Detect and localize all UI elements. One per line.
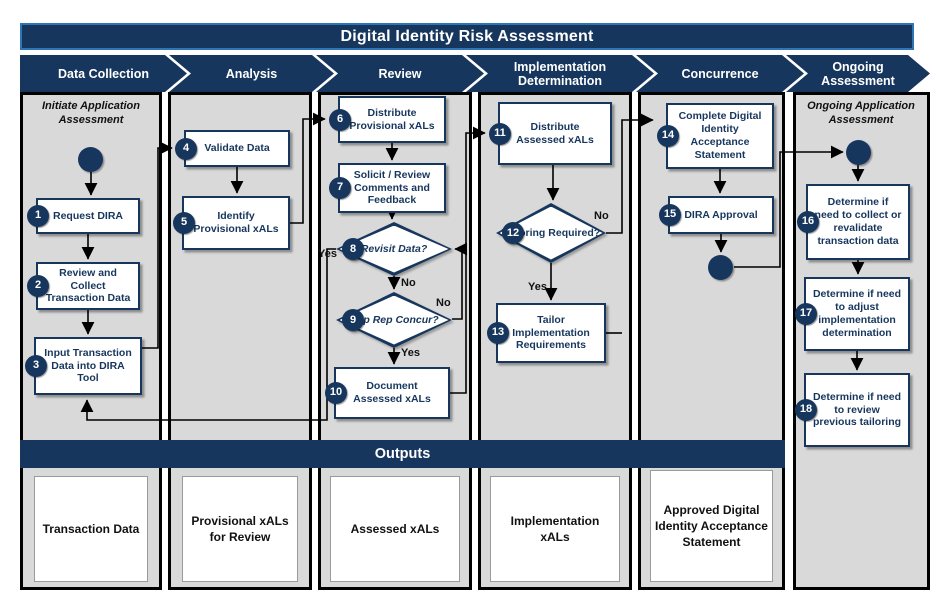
step-label: Distribute Provisional xALs	[349, 106, 435, 132]
phase-chevron-implementation-determination: Implementation Determination	[466, 55, 654, 92]
step-box-15-dira-approval: 15 DIRA Approval	[659, 196, 774, 234]
edge-label-no: No	[401, 277, 416, 289]
initiate-assessment-label: Initiate Application Assessment	[42, 100, 140, 127]
step-box-6-distribute-provisional-xals: 6 Distribute Provisional xALs	[329, 96, 446, 143]
step-label: Validate Data	[204, 142, 270, 155]
step-label: Solicit / Review Comments and Feedback	[353, 168, 431, 207]
step-box-2-review-collect: 2 Review and Collect Transaction Data	[27, 262, 140, 310]
step-number-badge: 4	[175, 137, 197, 160]
step-label: Review and Collect Transaction Data	[45, 266, 131, 305]
step-number-badge: 11	[489, 122, 511, 145]
decision-label: Revisit Data?	[360, 242, 428, 255]
start-circle-main	[78, 147, 103, 172]
step-box-11-distribute-assessed-xals: 11 Distribute Assessed xALs	[489, 102, 612, 165]
step-label: Determine if need to review previous tai…	[812, 390, 902, 429]
step-number-badge: 14	[657, 125, 679, 147]
step-number-badge: 15	[659, 204, 681, 226]
phase-chevron-analysis: Analysis	[169, 55, 334, 92]
edge-label-yes: Yes	[401, 347, 420, 359]
phase-chevron-review: Review	[316, 55, 484, 92]
step-number-badge: 2	[27, 275, 49, 297]
output-box-approved-statement: Approved Digital Identity Acceptance Sta…	[650, 470, 773, 582]
step-number-badge: 16	[797, 211, 819, 233]
edge-label-no: No	[594, 210, 609, 222]
step-number-badge: 8	[342, 238, 364, 260]
step-label: Input Transaction Data into DIRA Tool	[44, 346, 132, 385]
step-number-badge: 13	[487, 322, 509, 344]
step-label: Distribute Assessed xALs	[516, 120, 594, 146]
step-number-badge: 10	[325, 382, 347, 404]
step-box-16-determine-collect: 16 Determine if need to collect or reval…	[797, 184, 910, 260]
step-box-1-request-dira: 1 Request DIRA	[27, 198, 140, 234]
step-number-badge: 17	[795, 303, 817, 325]
step-box-5-identify-provisional-xals: 5 Identify Provisional xALs	[173, 196, 290, 250]
edge-label-yes: Yes	[318, 248, 337, 260]
step-box-10-document-assessed-xals: 10 Document Assessed xALs	[325, 367, 450, 419]
decision-diamond-12-tailoring-required: 12 Tailoring Required?	[496, 203, 606, 263]
output-box-assessed-xals: Assessed xALs	[330, 476, 460, 582]
edge-label-no: No	[436, 297, 451, 309]
outputs-banner: Outputs	[20, 440, 785, 468]
step-box-3-input-data: 3 Input Transaction Data into DIRA Tool	[25, 337, 142, 395]
end-circle-concurrence	[708, 255, 733, 280]
step-number-badge: 7	[329, 177, 351, 199]
phase-chevron-data-collection: Data Collection	[20, 55, 187, 92]
decision-label: Tailoring Required?	[501, 226, 601, 239]
step-box-14-complete-acceptance-statement: 14 Complete Digital Identity Acceptance …	[657, 103, 774, 169]
step-box-7-solicit-review: 7 Solicit / Review Comments and Feedback	[329, 163, 446, 213]
step-label: Document Assessed xALs	[353, 380, 431, 405]
step-number-badge: 9	[342, 309, 364, 331]
step-number-badge: 18	[795, 399, 817, 421]
phase-chevron-concurrence: Concurrence	[636, 55, 804, 92]
ongoing-assessment-label: Ongoing Application Assessment	[807, 100, 915, 127]
step-label: Determine if need to adjust implementati…	[812, 288, 902, 339]
decision-label: App Rep Concur?	[349, 313, 439, 326]
step-number-badge: 12	[502, 222, 524, 244]
output-box-provisional-xals: Provisional xALs for Review	[182, 476, 298, 582]
output-box-implementation-xals: Implementation xALs	[490, 476, 620, 582]
output-box-transaction-data: Transaction Data	[34, 476, 148, 582]
step-number-badge: 5	[173, 212, 195, 234]
step-label: Tailor Implementation Requirements	[512, 313, 590, 352]
step-label: Complete Digital Identity Acceptance Sta…	[678, 110, 762, 161]
step-box-13-tailor-implementation: 13 Tailor Implementation Requirements	[487, 303, 606, 363]
step-number-badge: 1	[27, 205, 49, 227]
step-label: Identify Provisional xALs	[193, 210, 279, 235]
step-number-badge: 6	[329, 108, 351, 131]
step-label: DIRA Approval	[684, 208, 758, 221]
step-label: Determine if need to collect or revalida…	[814, 196, 902, 247]
step-box-18-determine-review: 18 Determine if need to review previous …	[795, 373, 910, 447]
decision-diamond-8-revisit-data: 8 Revisit Data?	[336, 222, 452, 276]
diagram-title: Digital Identity Risk Assessment	[20, 23, 914, 50]
start-circle-ongoing	[846, 140, 871, 165]
step-box-17-determine-adjust: 17 Determine if need to adjust implement…	[795, 277, 910, 351]
phase-chevron-ongoing-assessment: Ongoing Assessment	[786, 55, 930, 92]
decision-diamond-9-app-rep-concur: 9 App Rep Concur?	[336, 292, 452, 348]
edge-label-yes: Yes	[528, 281, 547, 293]
step-box-4-validate-data: 4 Validate Data	[175, 130, 290, 167]
step-number-badge: 3	[25, 355, 47, 377]
step-label: Request DIRA	[52, 209, 123, 222]
